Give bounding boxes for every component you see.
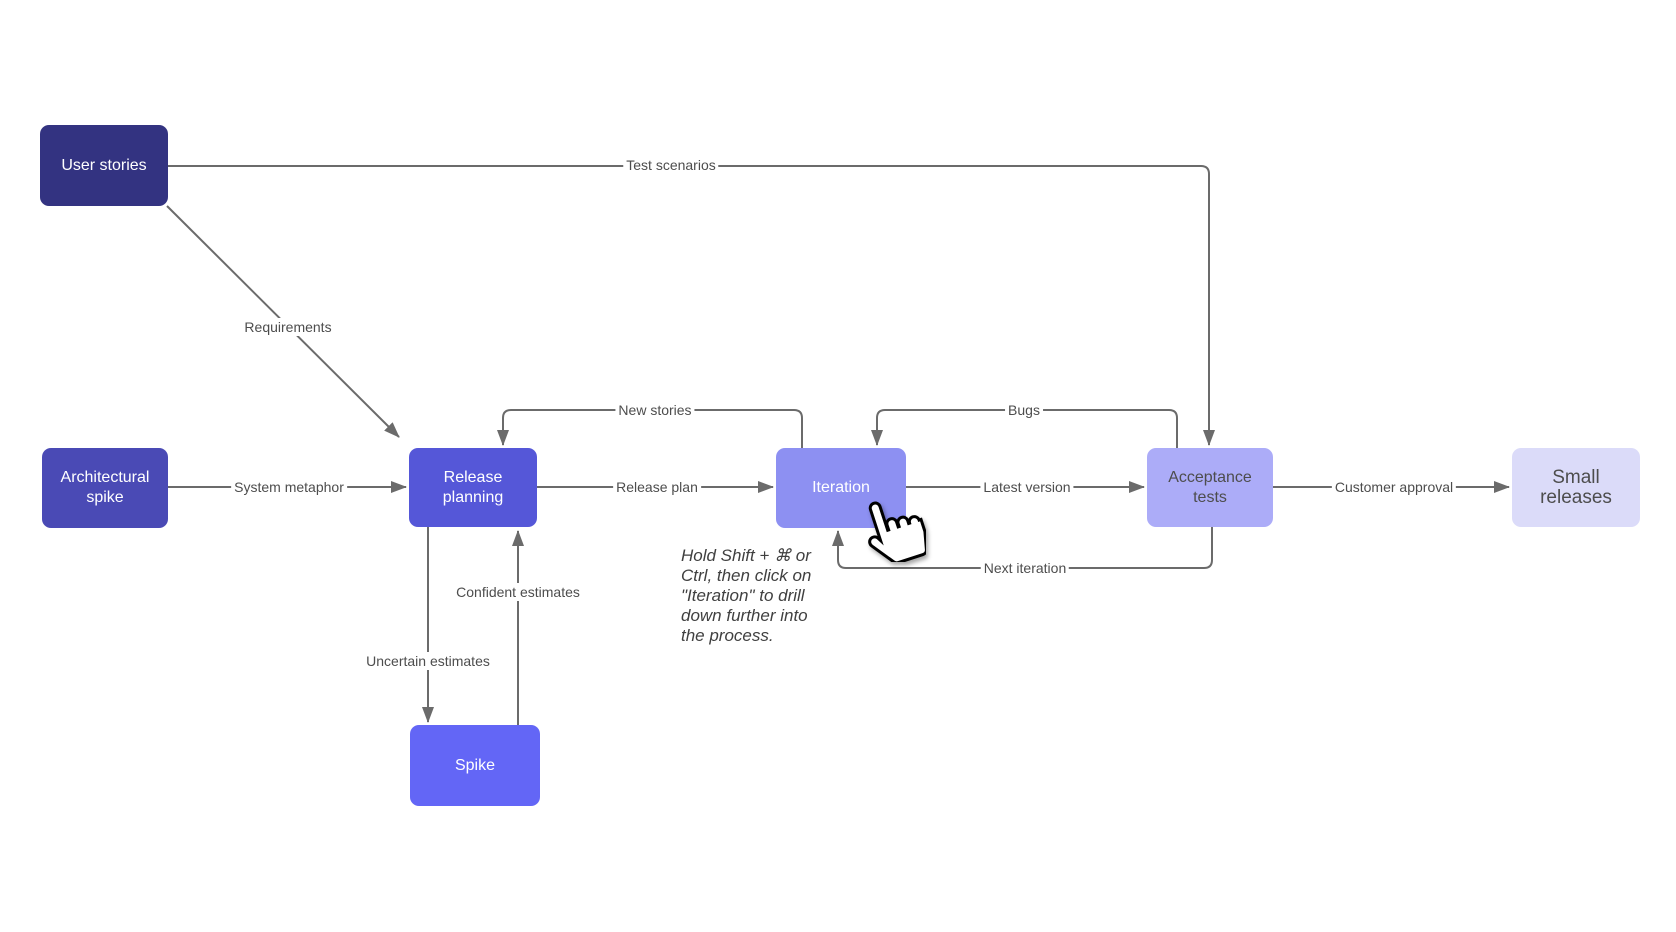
node-user-stories[interactable]: User stories [40,125,168,206]
node-acceptance-tests[interactable]: Acceptance tests [1147,448,1273,527]
node-iteration[interactable]: Iteration [776,448,906,528]
edge-label-system-metaphor: System metaphor [231,478,347,496]
edge-label-requirements: Requirements [241,318,335,336]
edge-label-confident-estimates: Confident estimates [453,583,583,601]
node-architectural-spike[interactable]: Architectural spike [42,448,168,528]
edge-label-bugs: Bugs [1005,401,1043,419]
edge-label-next-iteration: Next iteration [980,559,1070,577]
edge-label-test-scenarios: Test scenarios [623,156,719,174]
drill-down-note: Hold Shift + ⌘ or Ctrl, then click on "I… [681,546,812,645]
node-release-planning[interactable]: Release planning [409,448,537,527]
edge-label-customer-approval: Customer approval [1331,478,1457,496]
edge-label-release-plan: Release plan [613,478,701,496]
edge-label-latest-version: Latest version [980,478,1074,496]
edge-label-uncertain-estimates: Uncertain estimates [363,652,493,670]
node-spike[interactable]: Spike [410,725,540,806]
edge-label-new-stories: New stories [615,401,695,419]
node-small-releases[interactable]: Small releases [1512,448,1640,527]
edge-test-scenarios [168,165,1215,446]
